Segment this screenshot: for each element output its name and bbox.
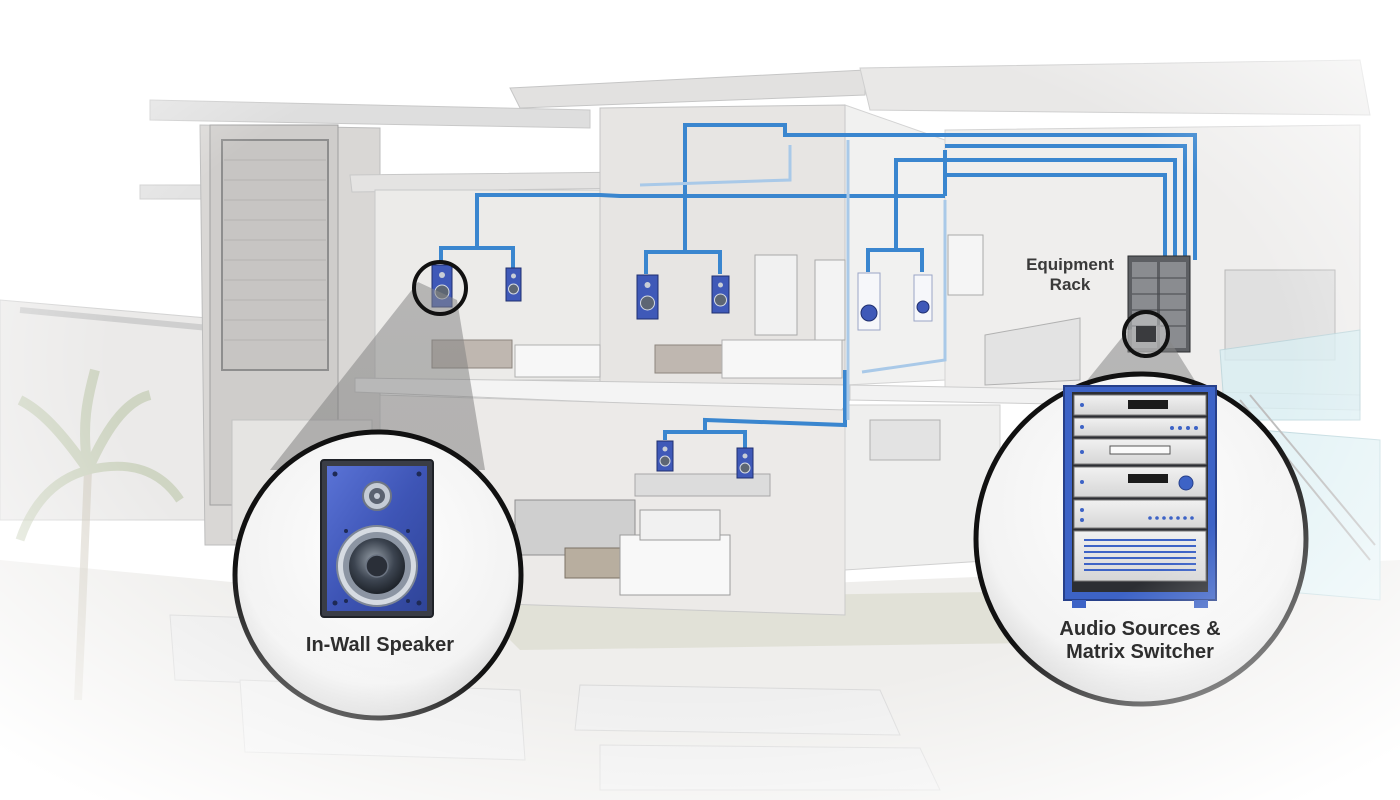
speaker-bubble: [232, 429, 524, 721]
in-wall-speaker-icon: [320, 459, 434, 618]
equipment-rack-label-line2: Rack: [1049, 274, 1091, 294]
in-wall-speaker-label: In-Wall Speaker: [305, 634, 455, 656]
audio-sources-label: Audio Sources & Matrix Switcher: [1010, 618, 1270, 664]
audio-sources-label-line2: Matrix Switcher: [1066, 641, 1214, 663]
equipment-rack-icon: [1063, 385, 1217, 608]
equipment-rack-label: Equipment Rack: [1000, 255, 1140, 294]
upper-floor: [354, 104, 1361, 413]
audio-sources-label-line1: Audio Sources &: [1059, 618, 1221, 640]
equipment-rack-label-line1: Equipment: [1026, 255, 1114, 274]
